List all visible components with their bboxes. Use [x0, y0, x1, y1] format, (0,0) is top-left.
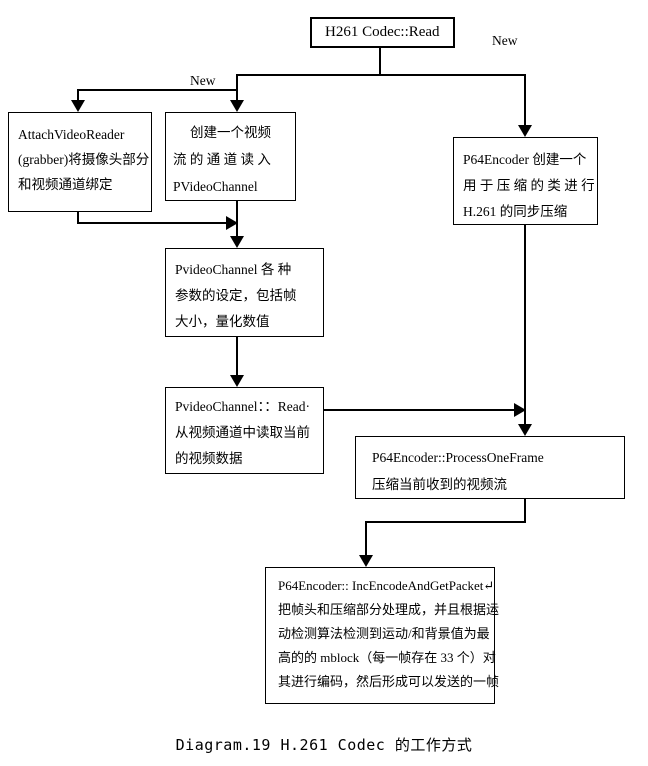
arrowhead-into-create	[230, 100, 244, 112]
box-text-line: 动检测算法检测到运动/和背景值为最	[278, 626, 490, 641]
box-p64encoder-create: P64Encoder 创建一个 用 于 压 缩 的 类 进 行 H.261 的同…	[453, 137, 598, 225]
connector-into-attach	[77, 89, 79, 101]
connector-attach-out	[77, 211, 79, 224]
box-text-line: 大小，量化数值	[175, 314, 270, 329]
arrowhead-into-process	[518, 424, 532, 436]
box-text-line: H.261 的同步压缩	[463, 204, 568, 219]
connector-into-create	[236, 89, 238, 101]
box-text-line: AttachVideoReader	[18, 127, 125, 142]
box-text-line: P64Encoder::ProcessOneFrame	[372, 450, 544, 465]
box-h261-codec-read: H261 Codec::Read	[310, 17, 455, 48]
connector-right-branch	[524, 74, 526, 126]
connector-into-encode	[365, 521, 367, 555]
arrowhead-into-attach	[71, 100, 85, 112]
box-text-line: 的视频数据	[175, 451, 243, 466]
box-text-line: 其进行编码，然后形成可以发送的一帧	[278, 674, 500, 689]
box-text-line: 压缩当前收到的视频流	[372, 477, 507, 492]
connector-attach-join	[77, 222, 227, 224]
connector-mid-drop	[236, 74, 238, 91]
label-new-right: New	[492, 33, 518, 48]
arrowhead-into-p64create	[518, 125, 532, 137]
arrowhead-into-params	[230, 236, 244, 248]
arrowhead-into-read	[230, 375, 244, 387]
box-text-line: H261 Codec::Read	[325, 24, 440, 40]
box-text-line: 参数的设定，包括帧	[175, 288, 297, 303]
box-text-line: PvideoChannel 各 种	[175, 262, 292, 277]
arrowhead-attach-join	[226, 216, 238, 230]
arrowhead-into-encode	[359, 555, 373, 567]
box-text-line: PvideoChannel：：Read·	[175, 399, 310, 414]
connector-params-out	[236, 337, 238, 375]
box-text-line: 高的的 mblock（每一帧存在 33 个）对	[278, 650, 496, 665]
box-text-line: 把帧头和压缩部分处理成，并且根据运	[278, 602, 500, 617]
connector-process-out	[524, 499, 526, 523]
box-text-line: 创建一个视频	[190, 125, 271, 140]
label-new-left: New	[190, 73, 216, 88]
box-text-line: 用 于 压 缩 的 类 进 行	[463, 178, 595, 193]
connector-p64create-out	[524, 224, 526, 425]
box-p64encoder-processoneframe: P64Encoder::ProcessOneFrame 压缩当前收到的视频流	[355, 436, 625, 499]
box-pvideochannel-read: PvideoChannel：：Read· 从视频通道中读取当前 的视频数据	[165, 387, 324, 474]
connector-process-elbow	[365, 521, 526, 523]
box-create-video-channel: 创建一个视频 流 的 通 道 读 入 PVideoChannel	[165, 112, 296, 201]
connector-left-horizontal	[78, 89, 238, 91]
box-text-line: P64Encoder 创建一个	[463, 152, 587, 167]
box-text-line: (grabber)将摄像头部分	[18, 152, 150, 167]
connector-read-out	[324, 409, 515, 411]
box-text-line: 和视频通道绑定	[18, 177, 113, 192]
arrowhead-read-join	[514, 403, 526, 417]
connector-create-out	[236, 200, 238, 236]
box-p64encoder-incencodeandgetpacket: P64Encoder:: IncEncodeAndGetPacket↵ 把帧头和…	[265, 567, 500, 704]
box-pvideochannel-params: PvideoChannel 各 种 参数的设定，包括帧 大小，量化数值	[165, 248, 324, 337]
box-text-line: P64Encoder:: IncEncodeAndGetPacket↵	[278, 578, 495, 593]
box-text-line: 流 的 通 道 读 入	[173, 152, 271, 167]
connector-main-horizontal	[237, 74, 526, 76]
box-attach-video-reader: AttachVideoReader (grabber)将摄像头部分 和视频通道绑…	[8, 112, 152, 212]
diagram-caption: Diagram.19 H.261 Codec 的工作方式	[175, 736, 473, 754]
box-text-line: PVideoChannel	[173, 179, 258, 194]
box-text-line: 从视频通道中读取当前	[175, 425, 310, 440]
connector-title-down	[379, 47, 381, 76]
